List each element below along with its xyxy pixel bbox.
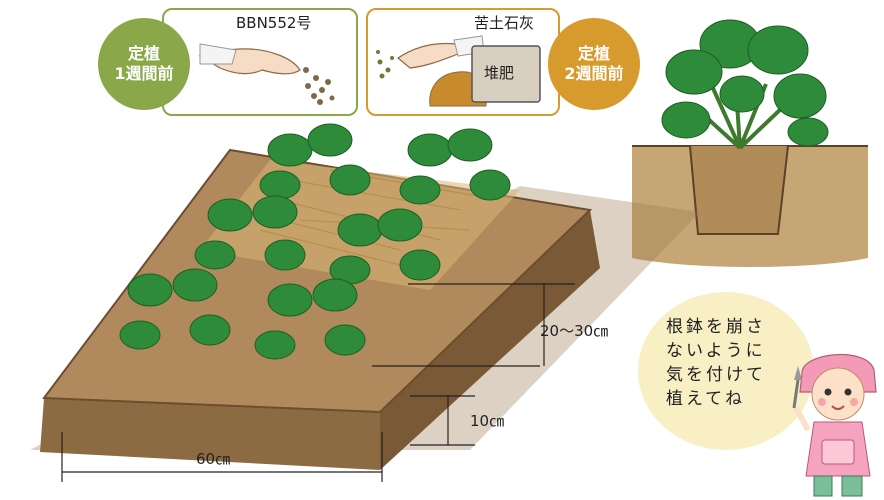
- furrow-depth-label: 10㎝: [470, 412, 505, 430]
- advice-line-4: 植えてね: [666, 389, 746, 409]
- fertilizer-label: BBN552号: [236, 14, 312, 32]
- one-week-before-badge: 定植 1週間前: [98, 18, 190, 110]
- advice-line-3: 気を付けて: [666, 365, 766, 385]
- hand-scattering-lime-icon: [376, 35, 541, 107]
- hand-scattering-fertilizer-icon: [198, 43, 335, 105]
- plant: [259, 123, 371, 200]
- advice-bubble: [638, 292, 814, 450]
- lime-label: 苦土石灰: [474, 14, 535, 32]
- plant: [194, 195, 306, 271]
- bed-width-label: 60㎝: [196, 450, 231, 468]
- plant: [399, 128, 511, 205]
- advice-line-1: 根鉢を崩さ: [666, 317, 766, 337]
- seedling-icon: [661, 19, 829, 150]
- plant: [329, 208, 441, 285]
- bed-height-label: 20～30㎝: [540, 322, 609, 340]
- two-weeks-before-badge: 定植 2週間前: [548, 18, 640, 110]
- transplant-hole-illustration: [632, 19, 868, 267]
- advice-line-2: ないように: [666, 341, 766, 361]
- gardener-character-icon: [792, 353, 877, 497]
- plant: [254, 278, 366, 360]
- plant: [119, 268, 231, 350]
- compost-label: 堆肥: [484, 64, 515, 82]
